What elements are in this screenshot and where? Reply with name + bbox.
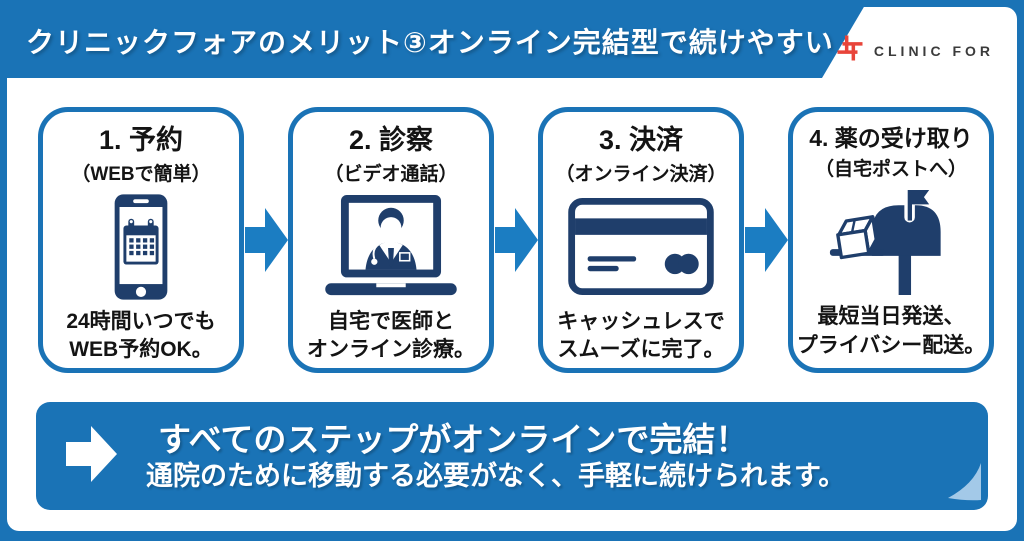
steps-row: 1. 予約 （WEBで簡単） 24時間い: [38, 107, 994, 373]
desc-line: スムーズに完了。: [557, 338, 725, 362]
step-subtitle: （ビデオ通話）: [324, 163, 458, 185]
desc-line: 最短当日発送、: [817, 305, 965, 329]
clinic-for-cross-icon: [835, 33, 865, 68]
smartphone-calendar-icon: [101, 188, 181, 306]
summary-text: すべてのステップがオンラインで完結！ 通院のために移動する必要がなく、手軽に続け…: [146, 420, 845, 492]
step-card-2: 2. 診察 （ビデオ通話） 自宅で医師と オンライン診療。: [288, 107, 494, 373]
step-subtitle: （自宅ポストへ）: [814, 159, 967, 181]
step-subtitle: （WEBで簡単）: [71, 163, 211, 185]
step-title: 2. 診察: [348, 125, 434, 155]
summary-banner: すべてのステップがオンラインで完結！ 通院のために移動する必要がなく、手軽に続け…: [36, 402, 988, 510]
laptop-doctor-icon: [317, 188, 465, 306]
right-arrow-icon: [245, 206, 289, 274]
step-description: 自宅で医師と オンライン診療。: [307, 308, 475, 365]
right-arrow-icon: [745, 206, 789, 274]
corner-fold-icon: [946, 462, 984, 507]
mailbox-package-icon: [828, 183, 954, 301]
clinic-for-logo: CLINIC FOR: [835, 33, 994, 68]
step-card-1: 1. 予約 （WEBで簡単） 24時間い: [38, 107, 244, 373]
step-description: 最短当日発送、 プライバシー配送。: [797, 303, 986, 360]
header-band: [0, 0, 868, 78]
desc-line: オンライン診療。: [307, 338, 475, 362]
desc-line: WEB予約OK。: [69, 338, 213, 362]
desc-line: 24時間いつでも: [66, 309, 216, 333]
step-description: キャッシュレスで スムーズに完了。: [557, 308, 725, 365]
step-description: 24時間いつでも WEB予約OK。: [66, 308, 215, 365]
step-title: 4. 薬の受け取り: [809, 125, 973, 151]
right-arrow-icon: [495, 206, 539, 274]
logo-wordmark: CLINIC FOR: [873, 42, 994, 59]
page-title: クリニックフォアのメリット③オンライン完結型で続けやすい: [26, 27, 834, 58]
step-title: 3. 決済: [598, 125, 684, 155]
summary-headline: すべてのステップがオンラインで完結！: [158, 421, 749, 458]
credit-card-icon: [568, 188, 714, 306]
desc-line: プライバシー配送。: [796, 333, 986, 357]
summary-subtext: 通院のために移動する必要がなく、手軽に続けられます。: [146, 460, 846, 491]
desc-line: キャッシュレスで: [557, 309, 725, 333]
step-card-3: 3. 決済 （オンライン決済） キャッシュレスで スムーズに完了。: [538, 107, 744, 373]
step-title: 1. 予約: [98, 125, 184, 155]
white-right-arrow-icon: [66, 425, 118, 488]
step-subtitle: （オンライン決済）: [555, 163, 727, 185]
step-card-4: 4. 薬の受け取り （自宅ポストへ） 最短当日発送、 プライバシー配送。: [788, 107, 994, 373]
desc-line: 自宅で医師と: [328, 309, 454, 333]
